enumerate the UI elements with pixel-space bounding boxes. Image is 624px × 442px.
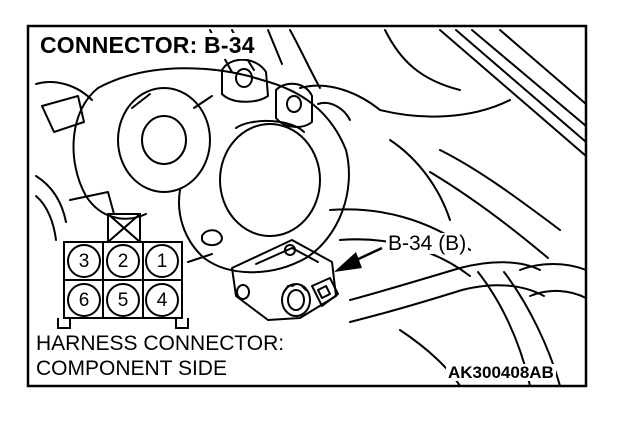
component-side-label: COMPONENT SIDE <box>36 358 231 381</box>
callout-arrow-head <box>334 252 362 272</box>
figure-code: AK300408AB <box>446 363 556 382</box>
connector-pin-6: 6 <box>78 290 90 311</box>
connector-pin-1: 1 <box>156 251 168 272</box>
component-callout-label: B-34 (B) <box>386 232 469 255</box>
connector-pin-5: 5 <box>117 290 129 311</box>
connector-pin-4: 4 <box>156 290 168 311</box>
connector-pin-3: 3 <box>78 251 90 272</box>
harness-connector-label: HARNESS CONNECTOR: <box>36 333 289 354</box>
connector-face <box>57 213 189 329</box>
connector-title: CONNECTOR: B-34 <box>38 33 259 59</box>
connector-pin-2: 2 <box>117 251 129 272</box>
